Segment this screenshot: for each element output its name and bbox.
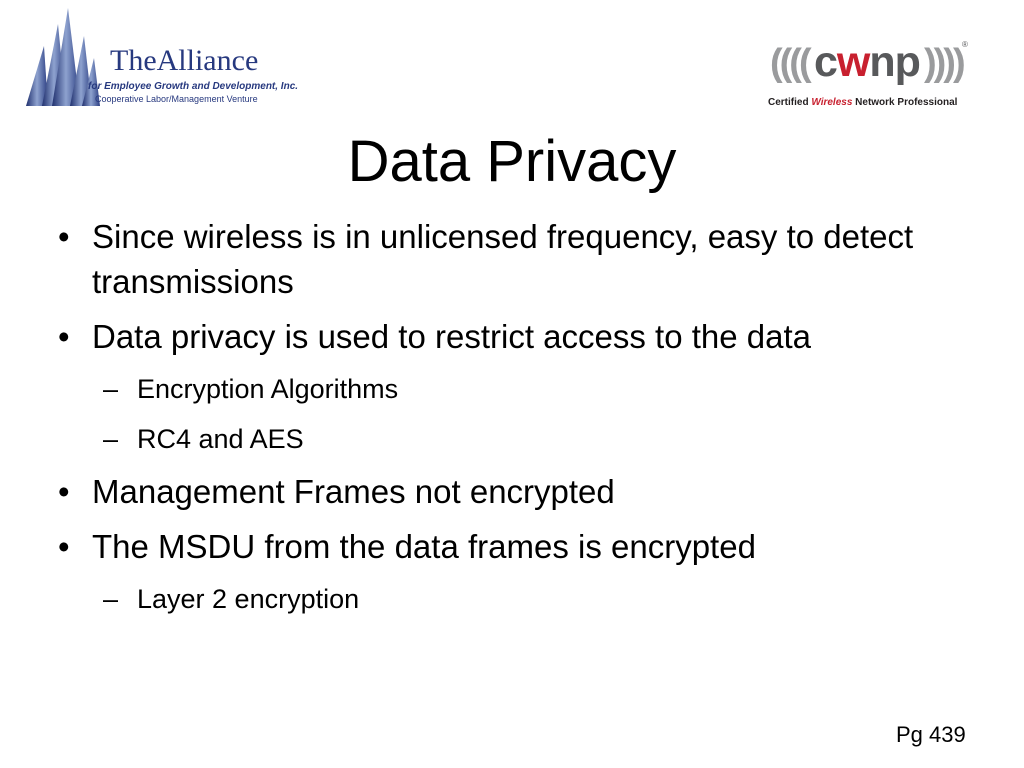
sub-bullet-text: RC4 and AES [137,424,304,454]
cwnp-tagline: Certified Wireless Network Professional [768,97,957,108]
signal-waves-right-icon: )))) [924,42,966,84]
slide-title: Data Privacy [347,129,677,194]
alliance-logo: TheAlliance for Employee Growth and Deve… [22,6,298,108]
bullet-item: • The MSDU from the data frames is encry… [58,524,958,569]
cwnp-logo: (((( cwnp )))) ® Certified Wireless Netw… [766,38,976,113]
cwnp-accent: w [836,38,870,86]
sub-bullet-item: – RC4 and AES [58,419,958,459]
sub-bullet-item: – Encryption Algorithms [58,369,958,409]
dash-marker: – [103,424,119,454]
registered-mark: ® [962,40,968,49]
tagline-accent: Wireless [811,97,853,108]
dash-marker: – [103,584,119,614]
tower-icon [26,8,100,106]
bullet-item: • Since wireless is in unlicensed freque… [58,214,958,304]
bullet-marker: • [58,528,70,565]
bullet-marker: • [58,218,70,255]
bullet-text: Data privacy is used to restrict access … [92,318,811,355]
alliance-name: TheAlliance [110,44,259,77]
bullet-text: Since wireless is in unlicensed frequenc… [92,218,914,300]
sub-bullet-item: – Layer 2 encryption [58,579,958,619]
bullet-marker: • [58,318,70,355]
cwnp-suffix: np [869,38,921,86]
alliance-venture: Cooperative Labor/Management Venture [95,94,258,104]
bullet-item: • Data privacy is used to restrict acces… [58,314,958,359]
bullet-item: • Management Frames not encrypted [58,469,958,514]
signal-waves-left-icon: (((( [770,42,812,84]
bullet-list: • Since wireless is in unlicensed freque… [58,214,958,629]
bullet-marker: • [58,473,70,510]
bullet-text: Management Frames not encrypted [92,473,615,510]
cwnp-wordmark: cwnp [814,38,921,87]
cwnp-prefix: c [814,38,838,86]
tagline-pre: Certified [768,97,812,108]
tagline-post: Network Professional [852,97,958,108]
page-number: Pg 439 [896,722,966,747]
sub-bullet-text: Encryption Algorithms [137,374,399,404]
sub-bullet-text: Layer 2 encryption [137,584,360,614]
bullet-text: The MSDU from the data frames is encrypt… [92,528,756,565]
alliance-subtitle: for Employee Growth and Development, Inc… [88,81,299,92]
dash-marker: – [103,374,119,404]
